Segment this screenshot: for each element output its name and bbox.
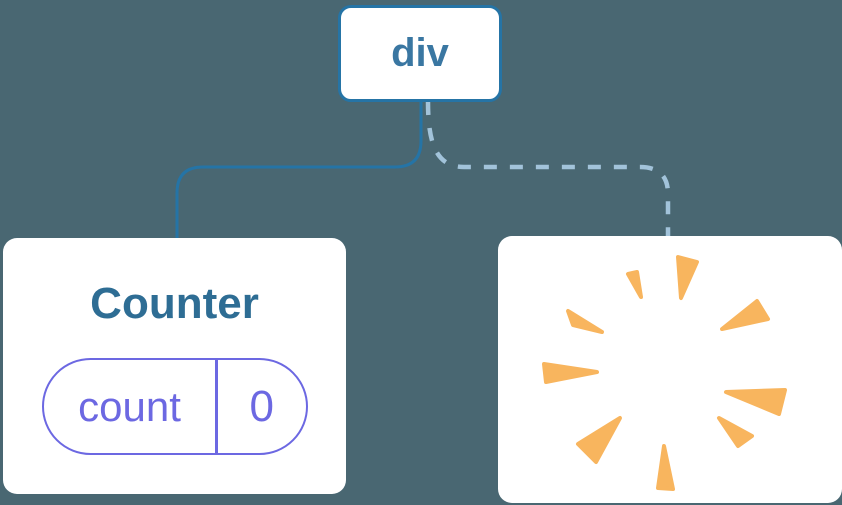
node-div: div [338,5,502,102]
counter-component-card: Counter count 0 [3,238,346,494]
dashed-connector-line [425,101,671,238]
poof-ray [656,444,675,491]
poof-burst-icon [542,255,787,491]
poof-ray [720,299,770,331]
poof-ray [542,362,599,384]
pill-divider [215,360,218,453]
removed-component-card [498,236,842,503]
poof-ray [576,416,622,464]
poof-ray [676,255,699,300]
solid-connector-line [175,100,423,240]
poof-ray [724,388,787,416]
poof-ray [717,416,754,448]
node-div-label: div [391,31,449,75]
state-key-label: count [78,382,181,430]
poof-ray [626,270,643,299]
component-title: Counter [90,279,259,328]
state-value-label: 0 [249,381,274,431]
state-pill: count 0 [42,358,308,455]
poof-ray [566,309,604,334]
